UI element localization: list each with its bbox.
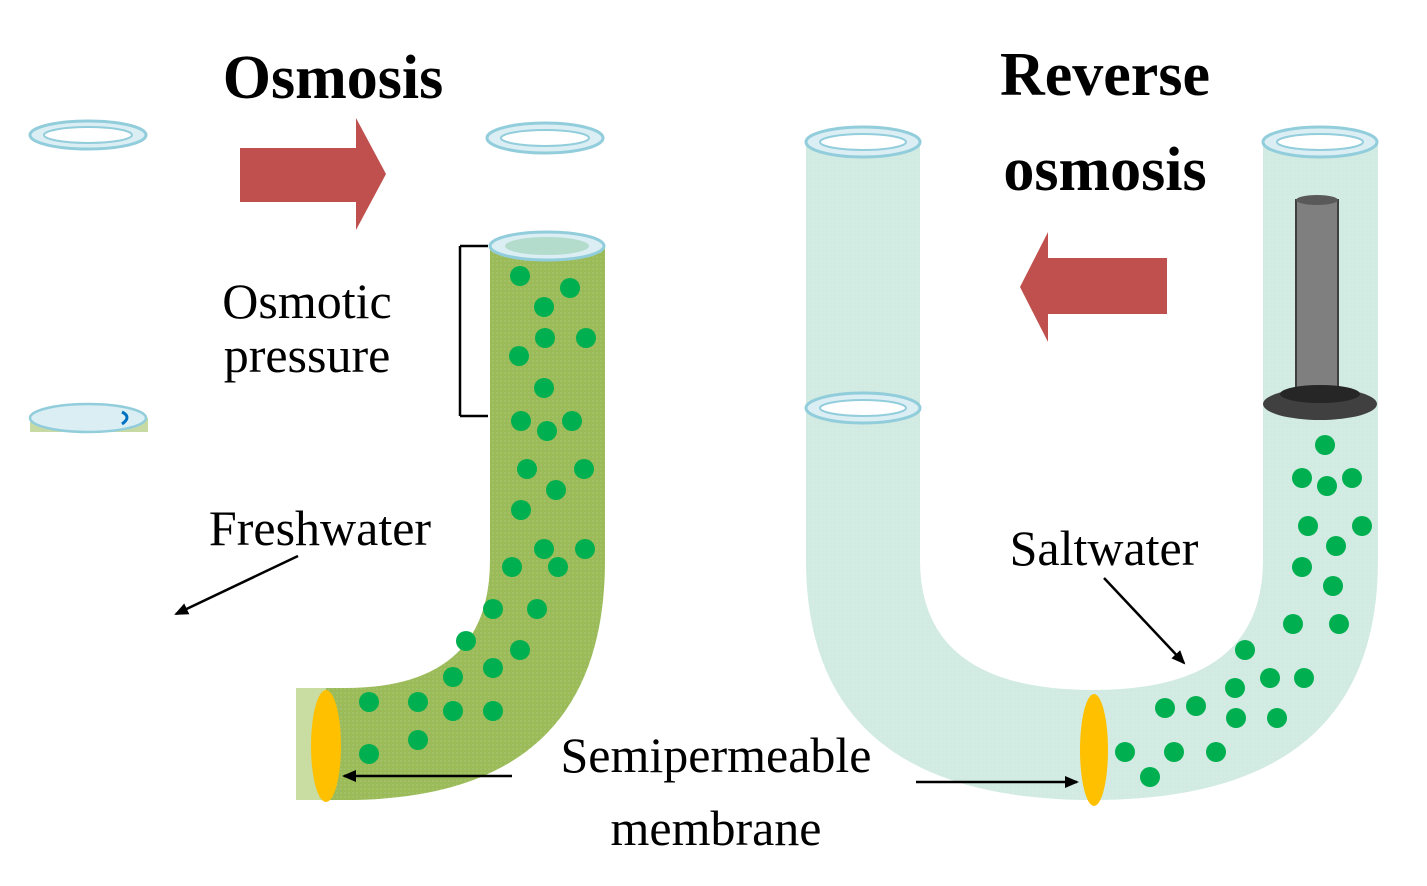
reverse-osmosis-salt-particles <box>1115 435 1372 787</box>
salt-particle <box>1315 435 1335 455</box>
salt-particle <box>1294 668 1314 688</box>
salt-particle <box>1260 668 1280 688</box>
salt-particle <box>1140 767 1160 787</box>
left-arm-top-ring-inner <box>819 133 907 151</box>
salt-particle <box>483 599 503 619</box>
salt-particle <box>1115 742 1135 762</box>
piston-plate-top <box>1280 385 1360 403</box>
salt-particle <box>1323 576 1343 596</box>
salt-particle <box>483 658 503 678</box>
reverse-osmosis-title-line2: osmosis <box>1003 136 1206 204</box>
piston-rod-top <box>1296 195 1338 205</box>
salt-particle <box>1186 696 1206 716</box>
salt-particle <box>534 378 554 398</box>
salt-particle <box>408 692 428 712</box>
salt-tube-top-ring-ghost-inner <box>500 129 590 147</box>
salt-particle <box>1292 468 1312 488</box>
salt-particle <box>562 411 582 431</box>
osmosis-title: Osmosis <box>223 44 443 112</box>
salt-particle <box>1342 468 1362 488</box>
salt-particle <box>359 692 379 712</box>
salt-particle <box>537 421 557 441</box>
saltwater-tube-texture <box>296 248 605 800</box>
salt-particle <box>535 328 555 348</box>
salt-particle <box>534 297 554 317</box>
osmotic-pressure-label-line1: Osmotic <box>222 273 391 329</box>
osmosis-panel: Osmosis <box>28 44 606 802</box>
salt-particle <box>1326 536 1346 556</box>
fresh-water-level <box>28 402 148 434</box>
salt-particle <box>517 459 537 479</box>
freshwater-pointer <box>174 554 299 616</box>
reverse-osmosis-title-line1: Reverse <box>1000 41 1210 109</box>
piston-rod <box>1295 199 1339 389</box>
salt-particle <box>510 640 530 660</box>
salt-particle <box>511 411 531 431</box>
salt-particle <box>502 557 522 577</box>
salt-particle <box>1155 698 1175 718</box>
salt-particle <box>574 459 594 479</box>
salt-particle <box>546 480 566 500</box>
membrane-label-line2: membrane <box>610 800 821 856</box>
salt-particle <box>1329 614 1349 634</box>
salt-particle <box>510 266 530 286</box>
salt-particle <box>511 500 531 520</box>
reverse-osmosis-membrane <box>1080 694 1108 806</box>
salt-particle <box>483 701 503 721</box>
saltwater-label: Saltwater <box>1010 520 1199 576</box>
salt-particle <box>534 539 554 559</box>
membrane-label-group: Semipermeable membrane <box>342 727 1079 856</box>
salt-particle <box>509 346 529 366</box>
salt-particle <box>527 599 547 619</box>
osmotic-pressure-label-line2: pressure <box>224 327 391 383</box>
salt-particle <box>443 701 463 721</box>
osmotic-pressure-bracket <box>458 244 488 418</box>
salt-particle <box>1317 476 1337 496</box>
salt-particle <box>1164 742 1184 762</box>
salt-particle <box>1298 516 1318 536</box>
right-arm-top-ring-inner <box>1276 133 1364 151</box>
salt-particle <box>1226 708 1246 728</box>
meniscus-mark <box>121 410 129 426</box>
freshwater-label: Freshwater <box>209 500 431 556</box>
salt-particle <box>1267 708 1287 728</box>
left-arm-water-level-inner <box>819 399 907 417</box>
salt-particle <box>359 744 379 764</box>
salt-particle <box>1206 742 1226 762</box>
osmosis-flow-arrow <box>240 118 386 230</box>
salt-particle <box>576 328 596 348</box>
salt-particle <box>560 278 580 298</box>
osmosis-membrane <box>311 690 341 802</box>
salt-particle <box>1225 678 1245 698</box>
saltwater-pointer <box>1103 577 1186 665</box>
salt-particle <box>1352 516 1372 536</box>
membrane-label-line1: Semipermeable <box>561 727 872 783</box>
salt-particle <box>1235 640 1255 660</box>
osmosis-salt-particles <box>359 266 596 764</box>
salt-particle <box>456 631 476 651</box>
salt-particle <box>408 730 428 750</box>
reverse-osmosis-panel: Reverse osmosis <box>804 41 1379 806</box>
salt-particle <box>548 557 568 577</box>
salt-particle <box>443 667 463 687</box>
saltwater-tube-top-ring-inner <box>505 237 589 255</box>
fresh-tube-top-ring-inner <box>43 126 133 144</box>
reverse-flow-arrow <box>1020 232 1167 342</box>
salt-particle <box>575 539 595 559</box>
salt-particle <box>1283 614 1303 634</box>
salt-particle <box>1292 557 1312 577</box>
